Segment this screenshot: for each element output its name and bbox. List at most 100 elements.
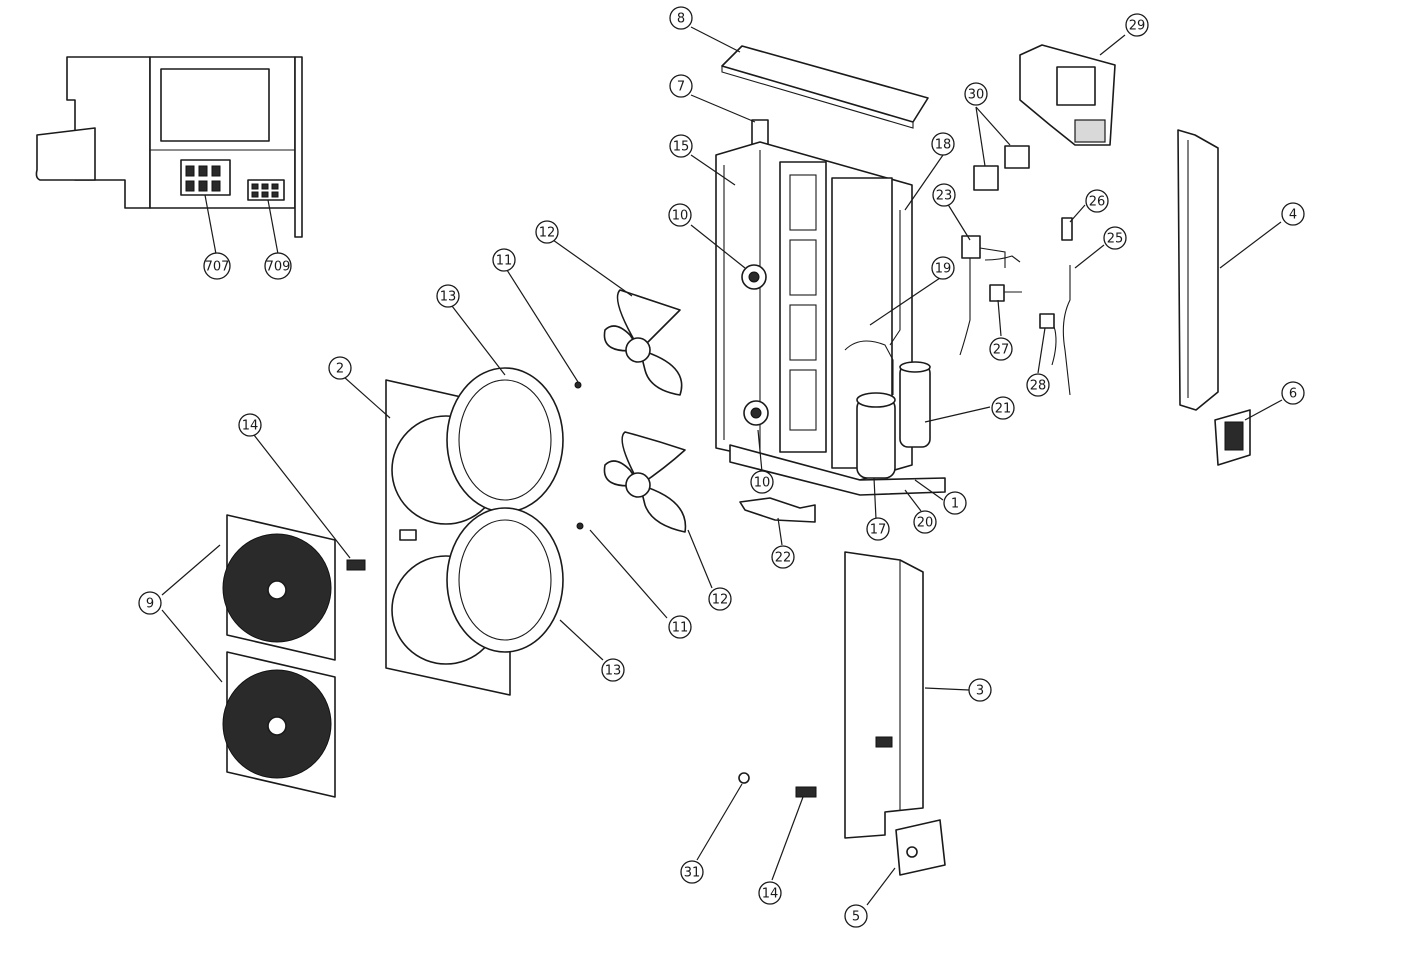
callout-circle <box>1103 226 1127 250</box>
fan-nut-upper <box>574 381 582 389</box>
callout-c31: 31 <box>680 860 704 884</box>
callout-c1: 1 <box>943 491 967 515</box>
callout-circle <box>844 904 868 928</box>
callout-c25: 25 <box>1103 226 1127 250</box>
callout-circle <box>668 615 692 639</box>
fan-blade-upper <box>603 289 683 396</box>
callout-c11b: 11 <box>668 615 692 639</box>
callout-circle <box>1085 189 1109 213</box>
callout-circle <box>932 183 956 207</box>
fan-shroud-lower <box>446 507 564 653</box>
callout-label: 11 <box>496 254 513 269</box>
callout-circle <box>931 256 955 280</box>
callout-circle <box>964 82 988 106</box>
callout-c17: 17 <box>866 517 890 541</box>
four-way-valve-assembly <box>959 235 1021 356</box>
terminal-block-707 <box>180 159 231 196</box>
callout-c26: 26 <box>1085 189 1109 213</box>
callout-circle <box>1125 13 1149 37</box>
callout-circle <box>989 337 1013 361</box>
callout-label: 14 <box>762 887 779 902</box>
callout-c13a: 13 <box>436 284 460 308</box>
callout-circle <box>680 860 704 884</box>
fan-motor-upper <box>741 264 767 290</box>
terminal-cover <box>1214 409 1251 466</box>
callout-circle <box>492 248 516 272</box>
callout-label: 27 <box>993 343 1010 358</box>
callout-c6: 6 <box>1281 381 1305 405</box>
callout-label: 7 <box>677 80 685 95</box>
callout-label: 25 <box>1107 232 1124 247</box>
callout-circle <box>669 134 693 158</box>
callout-circle <box>138 591 162 615</box>
front-panel <box>385 379 511 696</box>
pipe-assembly <box>1062 265 1071 396</box>
callout-circle <box>669 6 693 30</box>
callout-c10b: 10 <box>750 470 774 494</box>
callout-label: 21 <box>995 402 1012 417</box>
compressor <box>856 392 896 479</box>
callout-label: 6 <box>1289 387 1297 402</box>
callout-label: 707 <box>205 260 230 275</box>
callout-c27: 27 <box>989 337 1013 361</box>
callout-c22: 22 <box>771 545 795 569</box>
capillary-pipe <box>889 210 901 346</box>
callout-c15: 15 <box>669 134 693 158</box>
fan-grille-upper <box>222 514 336 661</box>
callout-c28: 28 <box>1026 373 1050 397</box>
callout-c12a: 12 <box>535 220 559 244</box>
callout-c4: 4 <box>1281 202 1305 226</box>
callout-label: 12 <box>712 593 729 608</box>
callout-c12b: 12 <box>708 587 732 611</box>
callout-label: 23 <box>936 189 953 204</box>
right-side-panel <box>1177 129 1219 411</box>
electrical-control-box <box>35 56 303 238</box>
callout-label: 9 <box>146 597 154 612</box>
callout-label: 14 <box>242 419 259 434</box>
handle-front <box>346 559 366 571</box>
callout-c30: 30 <box>964 82 988 106</box>
callout-c20: 20 <box>913 510 937 534</box>
callout-circle <box>708 587 732 611</box>
callout-c9: 9 <box>138 591 162 615</box>
callout-label: 20 <box>917 516 934 531</box>
callout-circle <box>913 510 937 534</box>
callout-c5: 5 <box>844 904 868 928</box>
callout-circle <box>758 881 782 905</box>
fan-grille-lower <box>222 651 336 798</box>
callout-label: 4 <box>1289 208 1297 223</box>
callout-circle <box>943 491 967 515</box>
terminal-block-709 <box>247 179 285 201</box>
callout-label: 11 <box>672 621 689 636</box>
callout-circle <box>1026 373 1050 397</box>
fan-motor-lower <box>743 400 769 426</box>
callout-c14b: 14 <box>758 881 782 905</box>
callout-circle <box>436 284 460 308</box>
callout-label: 26 <box>1089 195 1106 210</box>
inverter-box <box>1019 44 1116 146</box>
callout-label: 709 <box>266 260 291 275</box>
callout-c2: 2 <box>328 356 352 380</box>
service-valve <box>989 284 1022 302</box>
callout-label: 29 <box>1129 19 1146 34</box>
callout-label: 17 <box>870 523 887 538</box>
callout-c23: 23 <box>932 183 956 207</box>
callout-circle <box>1281 381 1305 405</box>
screw <box>738 772 750 784</box>
callout-label: 2 <box>336 362 344 377</box>
callout-c18: 18 <box>931 132 955 156</box>
callout-c8: 8 <box>669 6 693 30</box>
fan-blade-lower <box>603 431 687 533</box>
callout-c11a: 11 <box>492 248 516 272</box>
callout-label: 15 <box>673 140 690 155</box>
callout-label: 13 <box>440 290 457 305</box>
corner-plate <box>895 819 946 876</box>
reactor-right <box>1004 145 1030 169</box>
callout-label: 19 <box>935 262 952 277</box>
reactor-left <box>973 165 999 191</box>
temperature-sensor <box>1061 217 1073 241</box>
callout-c707: 707 <box>203 252 231 280</box>
callout-c21: 21 <box>991 396 1015 420</box>
